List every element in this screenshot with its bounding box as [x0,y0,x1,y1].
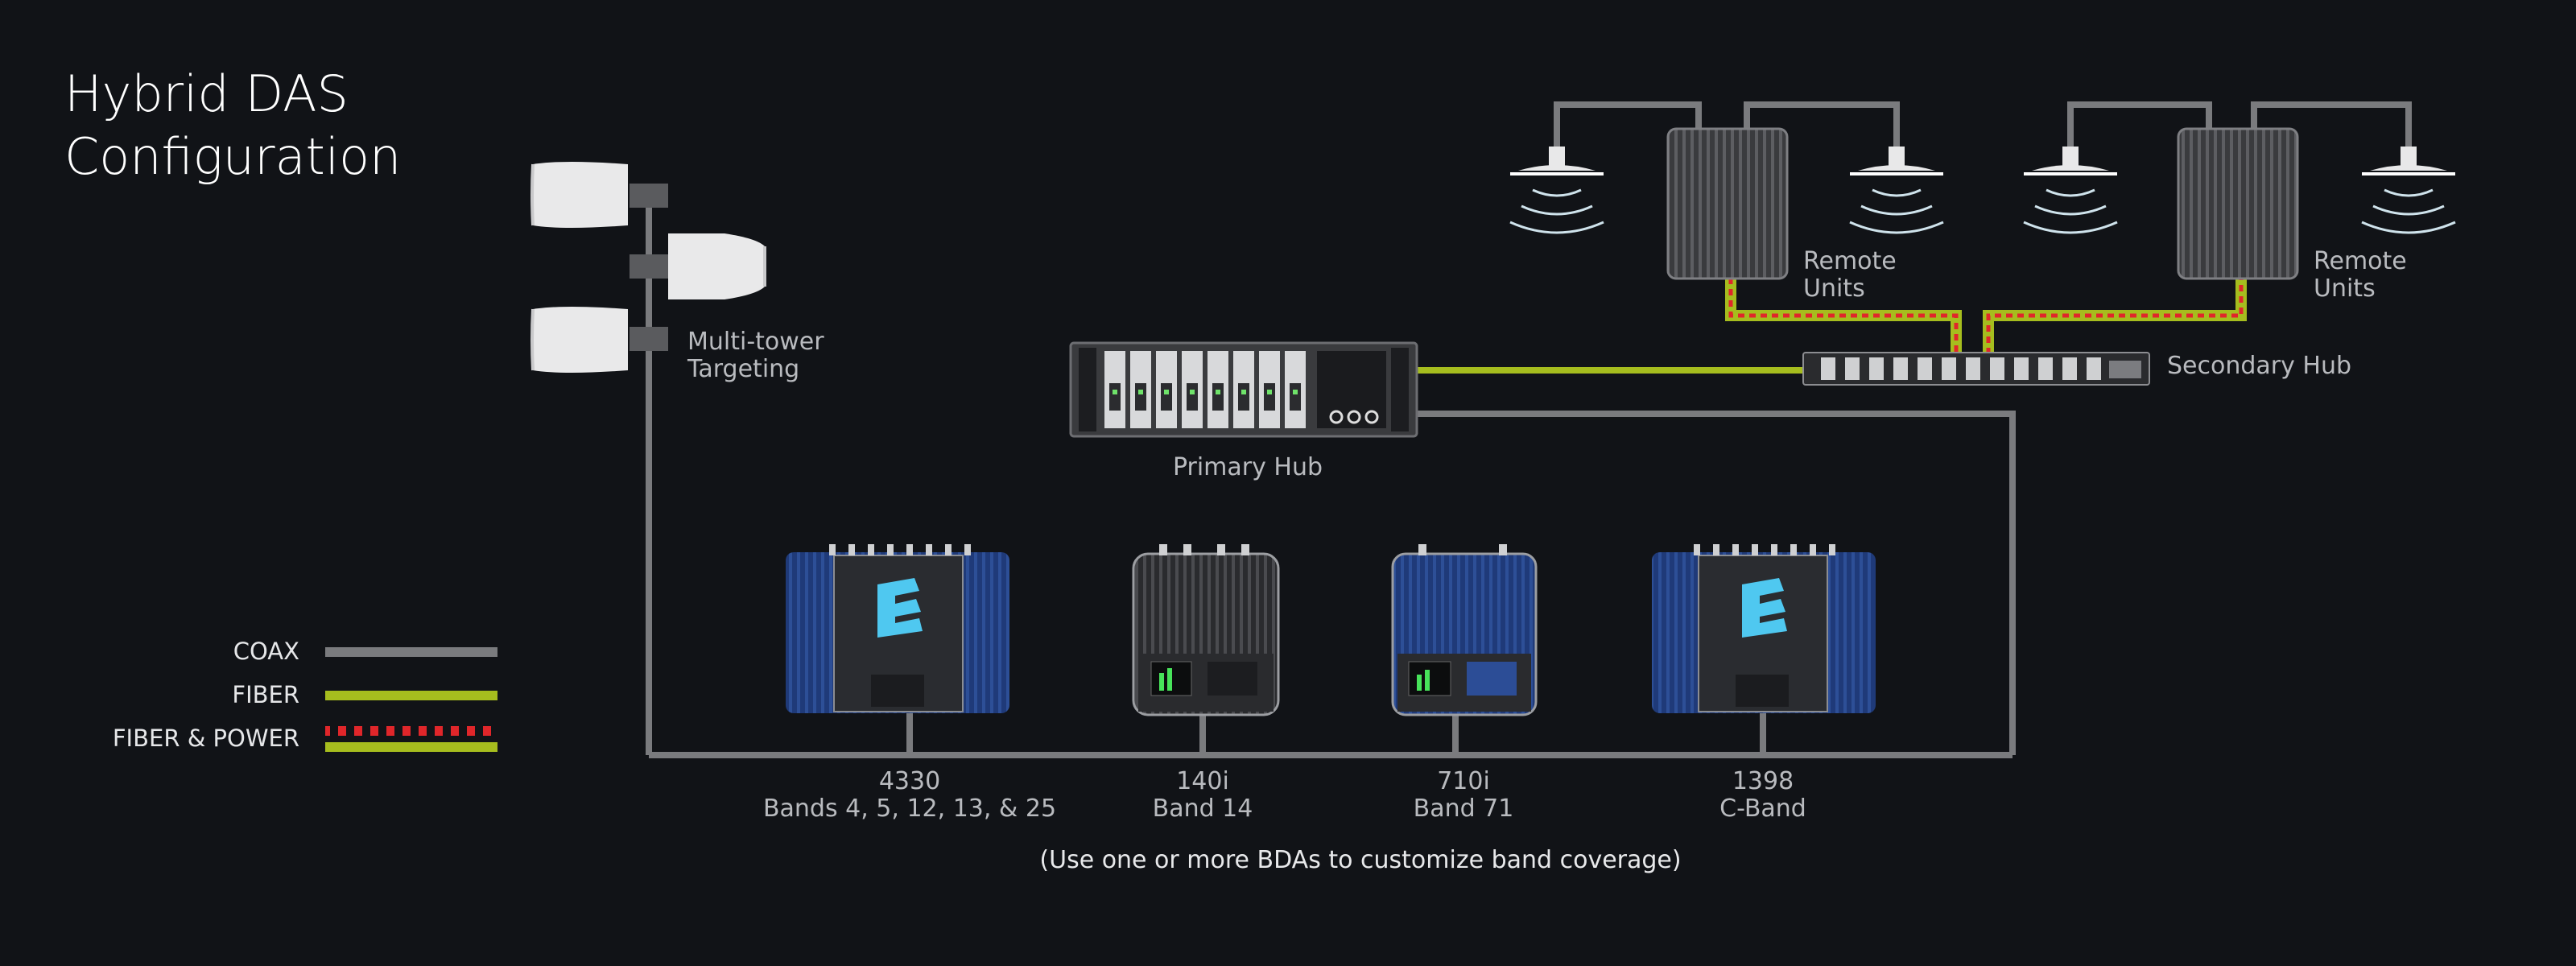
remote-label-line-1: Remote [2314,247,2407,275]
bda-model: 1398 [1732,767,1794,795]
remote-units-label-2: Remote Units [2314,248,2407,303]
coax-hub-return [1409,411,2016,755]
hub-module-slots [1104,351,1306,428]
legend-fiber-power-label: FIBER & POWER [112,724,299,752]
legend-coax-label: COAX [233,638,299,665]
coax-remote-1-right [1744,101,1900,153]
yagi-antenna-icon [530,162,668,228]
bda-4330-label: 4330 Bands 4, 5, 12, 13, & 25 [749,768,1071,823]
antenna-label-line-2: Targeting [687,355,800,383]
bda-1398-device[interactable] [1652,544,1876,713]
antenna-group-label: Multi-tower Targeting [687,328,824,383]
legend-coax-swatch [325,647,497,657]
legend-swatches [325,647,497,752]
remote-label-line-2: Units [2314,275,2376,303]
bda-bands: Band 14 [1152,795,1253,823]
bda-model: 710i [1437,767,1490,795]
bda-140i-device[interactable] [1132,544,1280,716]
remote-units-label-1: Remote Units [1803,248,1897,303]
bda-710i-device[interactable] [1391,544,1538,716]
coax-remote-2-left [2067,101,2212,153]
bda-bands: Bands 4, 5, 12, 13, & 25 [762,795,1057,823]
remote-label-line-2: Units [1803,275,1865,303]
footnote: (Use one or more BDAs to customize band … [1039,846,1682,874]
weboost-logo-icon [1742,578,1787,638]
secondary-hub-device[interactable] [1802,352,2150,386]
remote-unit-2[interactable] [2177,127,2299,280]
bda-140i-label: 140i Band 14 [1122,768,1283,823]
primary-hub-device[interactable] [1069,341,1418,438]
ceiling-antenna-icon [1849,147,1944,234]
title-line-2: Configuration [64,127,402,186]
weboost-logo-icon [877,578,923,638]
ceiling-antenna-icon [2361,147,2456,234]
yagi-antenna-icon [630,233,766,299]
secondary-hub-label: Secondary Hub [2167,352,2352,380]
primary-hub-label: Primary Hub [1172,453,1323,481]
legend-fiber-label: FIBER [232,681,299,708]
bda-bands: Band 71 [1413,795,1514,823]
yagi-antenna-icon [530,307,668,373]
bda-bands: C-Band [1719,795,1806,823]
ceiling-antenna-icon [2023,147,2118,234]
title-line-1: Hybrid DAS [64,64,349,123]
remote-unit-1[interactable] [1666,127,1789,280]
bda-710i-label: 710i Band 71 [1383,768,1544,823]
coax-network [646,101,2412,758]
page-title: Hybrid DAS Configuration [64,63,401,188]
remote-label-line-1: Remote [1803,247,1897,275]
bda-4330-device[interactable] [786,544,1009,713]
bda-model: 140i [1176,767,1229,795]
ceiling-antenna-icons [1509,147,2456,234]
coax-remote-2-right [2251,101,2412,153]
donor-antenna-group [530,162,766,373]
bda-1398-label: 1398 C-Band [1682,768,1843,823]
antenna-label-line-1: Multi-tower [687,328,824,356]
bda-model: 4330 [878,767,941,795]
ceiling-antenna-icon [1509,147,1604,234]
legend-fiber-power-swatch [325,726,497,752]
legend-fiber-swatch [325,691,497,700]
fiber-power-links [1725,278,2247,354]
coax-remote-1-left [1554,101,1702,153]
